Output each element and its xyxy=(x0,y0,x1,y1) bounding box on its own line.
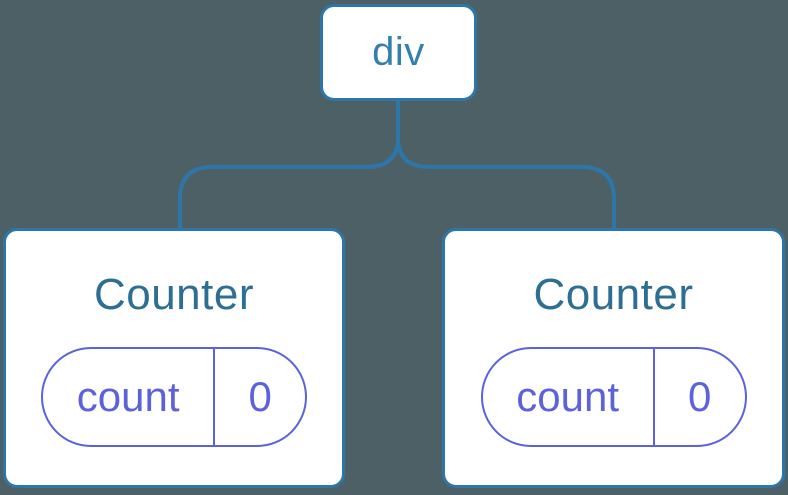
state-value: 0 xyxy=(687,373,712,420)
counter-card-left: Counter count 0 xyxy=(3,228,345,488)
state-key-label: count xyxy=(43,349,216,445)
state-key-label: count xyxy=(483,349,655,445)
state-value: 0 xyxy=(248,373,272,420)
counter-title: Counter xyxy=(93,270,255,319)
state-pill: count 0 xyxy=(41,347,307,447)
state-pill: count 0 xyxy=(480,347,747,447)
connector-right-branch xyxy=(396,100,616,229)
root-node-label: div xyxy=(372,30,425,74)
counter-card-right: Counter count 0 xyxy=(442,228,785,488)
counter-title: Counter xyxy=(533,270,694,319)
connector-left-branch xyxy=(178,100,400,229)
root-node-div: div xyxy=(320,4,477,101)
